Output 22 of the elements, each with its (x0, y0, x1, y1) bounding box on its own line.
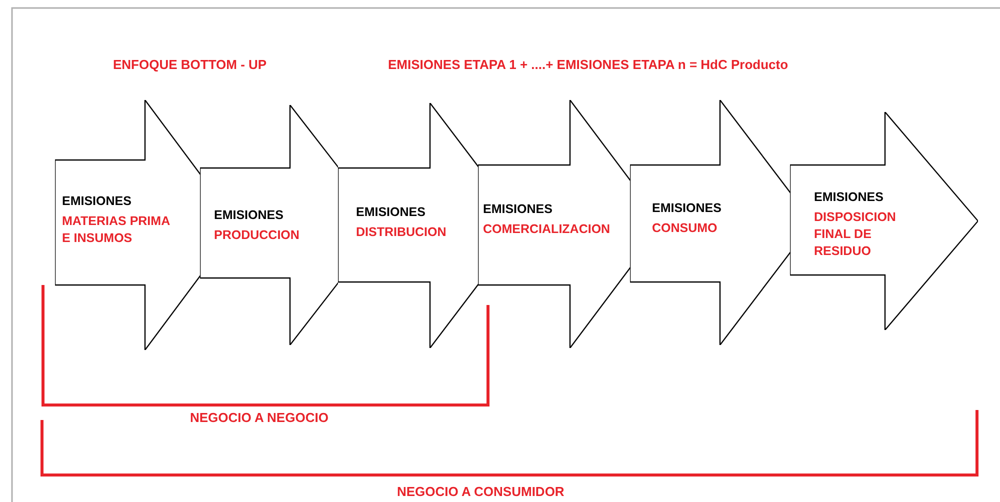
stage-name: CONSUMO (652, 220, 718, 237)
stage-shape (200, 105, 338, 345)
stage-shape (55, 100, 200, 350)
stage-shape (478, 100, 630, 348)
stage-heading: EMISIONES (214, 207, 284, 224)
stage-name: PRODUCCION (214, 227, 300, 244)
formula-note: EMISIONES ETAPA 1 + ....+ EMISIONES ETAPA n = HdC Producto (388, 57, 788, 72)
stage-shape (630, 100, 790, 345)
stage-heading: EMISIONES (356, 204, 426, 221)
stage-heading: EMISIONES (62, 193, 132, 210)
stage-shape (790, 112, 978, 330)
stage-name: DISPOSICION FINAL DE RESIDUO (814, 209, 897, 260)
stage-name: COMERCIALIZACION (483, 221, 612, 238)
stage-heading: EMISIONES (814, 189, 884, 206)
approach-title: ENFOQUE BOTTOM - UP (113, 57, 267, 72)
bracket-label: NEGOCIO A NEGOCIO (190, 410, 328, 425)
stage-heading: EMISIONES (483, 201, 554, 218)
stage-shape (338, 103, 478, 348)
stage-name: DISTRIBUCION (356, 224, 448, 241)
stage-name: MATERIAS PRIMA E INSUMOS (62, 213, 171, 247)
bracket-label: NEGOCIO A CONSUMIDOR (397, 484, 564, 499)
stage-heading: EMISIONES (652, 200, 722, 217)
